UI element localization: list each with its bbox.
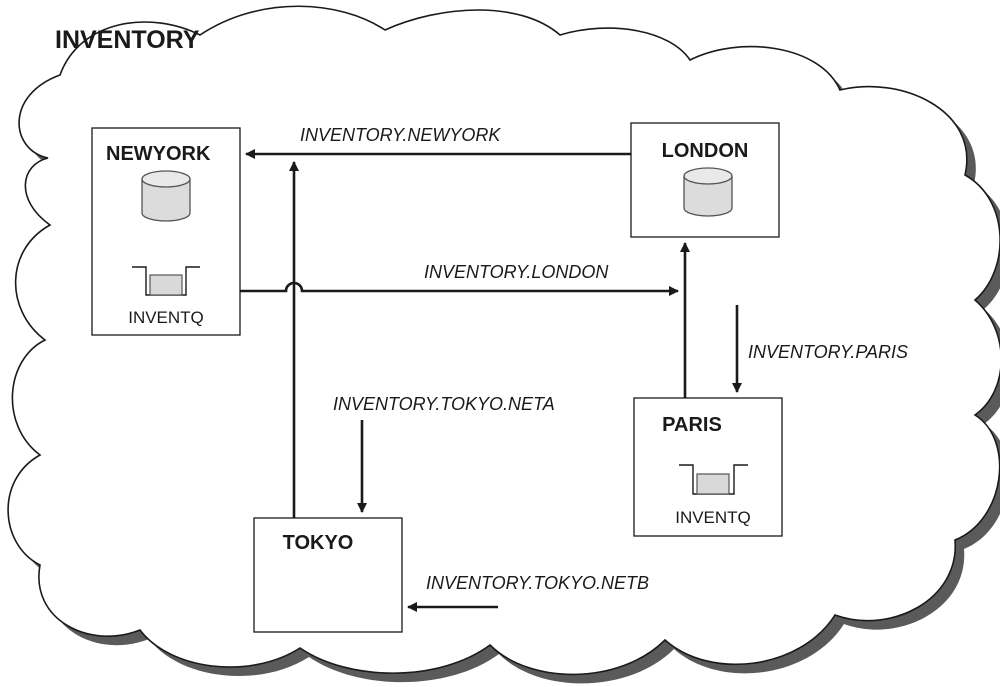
- channel-label-to-newyork: INVENTORY.NEWYORK: [300, 125, 501, 145]
- queue-icon: [132, 266, 200, 296]
- channel-label-to-tokyo-netb: INVENTORY.TOKYO.NETB: [426, 573, 649, 593]
- database-icon: [683, 167, 733, 217]
- cluster-title: INVENTORY: [55, 26, 200, 54]
- channel-label-to-tokyo-neta: INVENTORY.TOKYO.NETA: [333, 394, 555, 414]
- database-icon: [141, 170, 191, 222]
- node-london-title: LONDON: [662, 140, 749, 162]
- node-paris-box: [633, 397, 783, 537]
- node-tokyo-box: [253, 517, 403, 633]
- node-london: LONDON: [630, 122, 780, 238]
- node-newyork-box: [91, 127, 241, 336]
- node-tokyo: TOKYO: [253, 517, 403, 633]
- node-paris-queue-label: INVENTQ: [675, 508, 751, 527]
- channel-label-to-london: INVENTORY.LONDON: [424, 262, 609, 282]
- queue-icon: [679, 464, 748, 495]
- node-newyork-queue-label: INVENTQ: [128, 308, 204, 327]
- channel-arrow-to-london: [240, 281, 679, 296]
- node-paris-title: PARIS: [662, 414, 722, 436]
- node-newyork: NEWYORK INVENTQ: [91, 127, 241, 336]
- node-tokyo-title: TOKYO: [283, 532, 354, 554]
- node-paris: PARIS INVENTQ: [633, 397, 783, 537]
- node-newyork-title: NEWYORK: [106, 143, 211, 165]
- channel-label-to-paris: INVENTORY.PARIS: [748, 342, 908, 362]
